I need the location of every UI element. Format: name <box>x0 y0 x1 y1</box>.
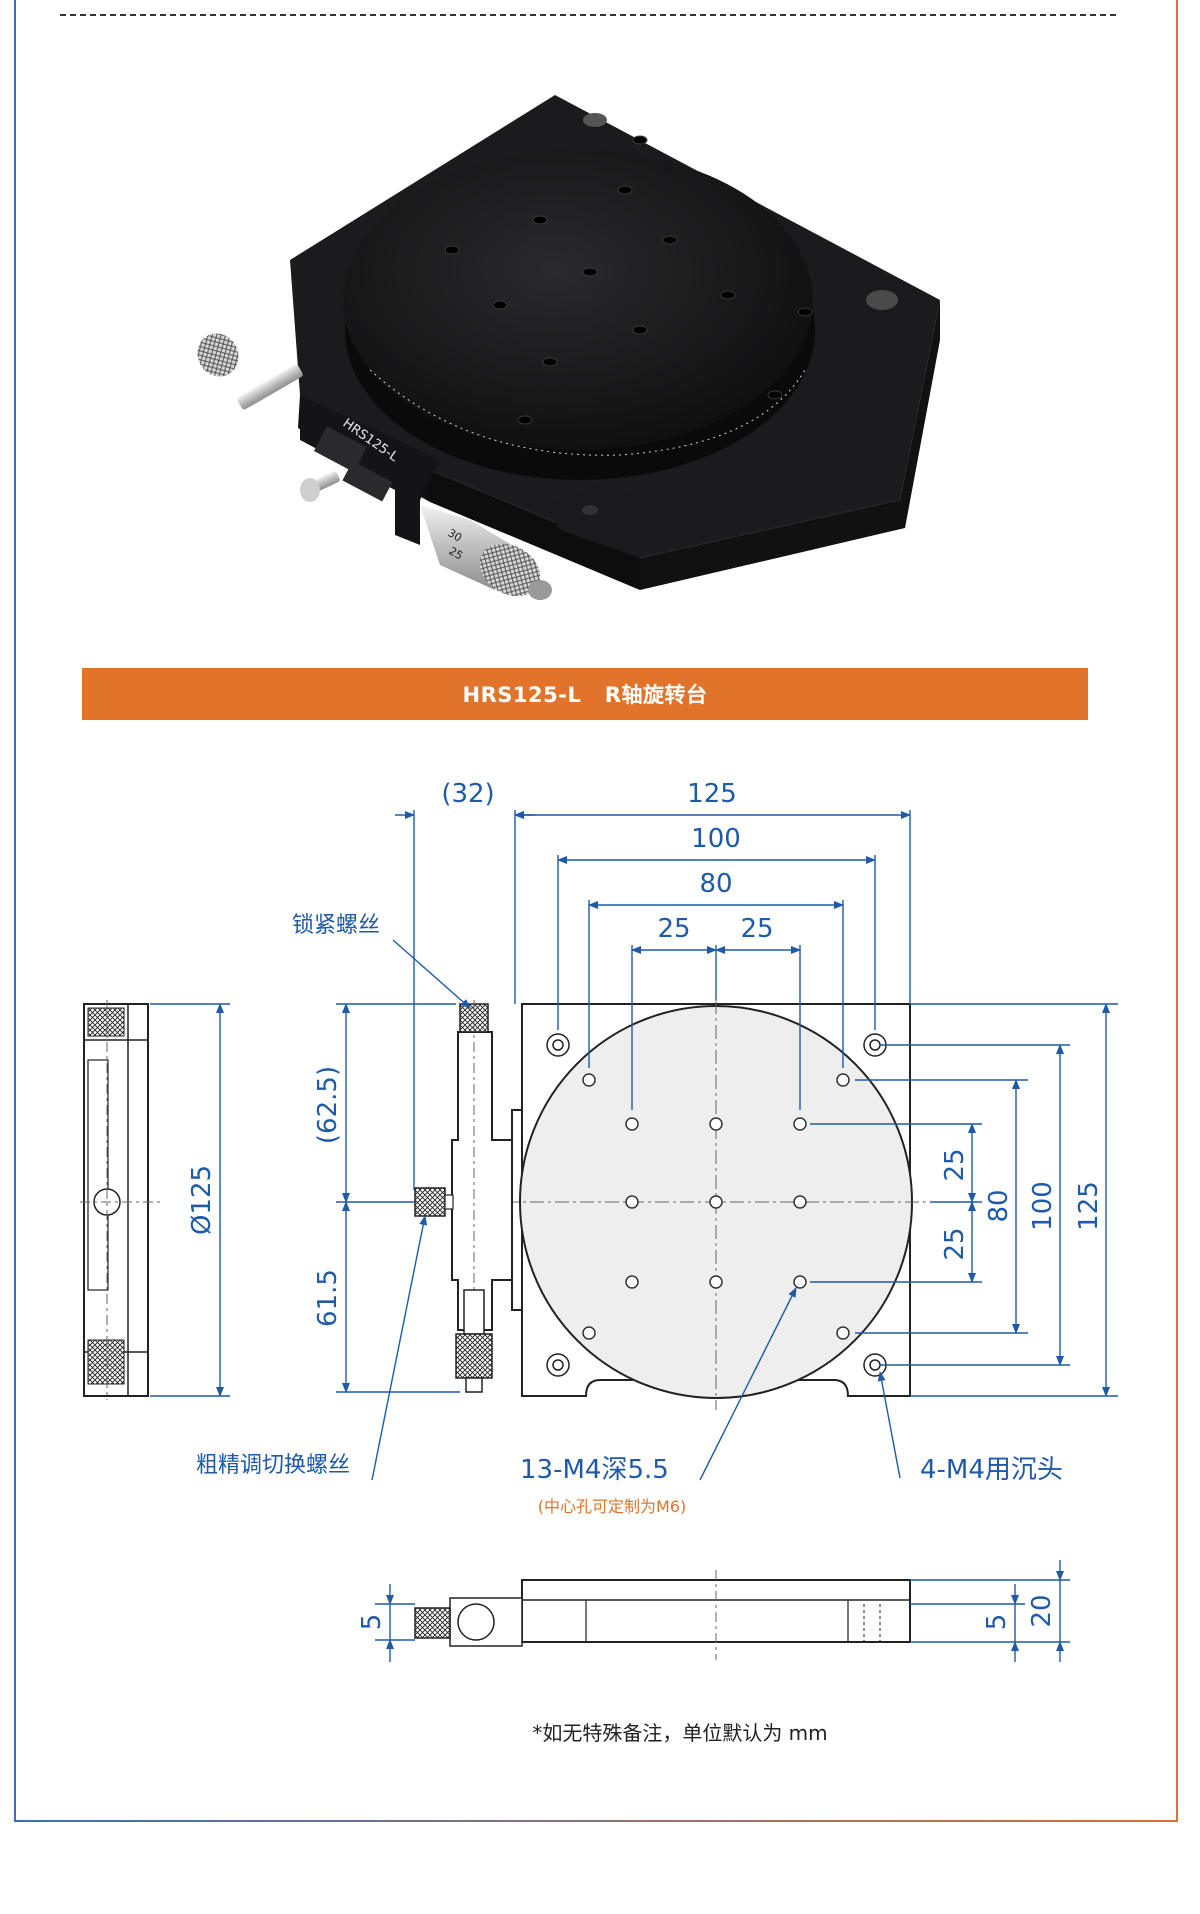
dimension-labels: (32) 125 100 80 25 25 (62.5) 61.5 Ø125 2… <box>187 779 1104 1630</box>
dim-125-right: 125 <box>1074 1181 1104 1231</box>
callout-coarse-fine-screw: 粗精调切换螺丝 <box>196 1453 350 1478</box>
side-view-drawing <box>80 1000 160 1400</box>
frame-right-border <box>1176 0 1178 1822</box>
dim-100-right: 100 <box>1028 1181 1058 1231</box>
dim-25-right-upper: 25 <box>940 1148 970 1181</box>
photo-corner-hole <box>866 290 898 310</box>
dim-61-5: 61.5 <box>313 1269 343 1327</box>
dim-5-front-right: 5 <box>982 1614 1012 1631</box>
callout-lock-screw: 锁紧螺丝 <box>292 913 380 938</box>
photo-micrometer: 30 25 <box>420 505 552 600</box>
dim-25-top-right: 25 <box>740 914 773 944</box>
dim-5-front-left: 5 <box>357 1614 387 1631</box>
dim-dia-125: Ø125 <box>187 1165 217 1235</box>
dim-125-top: 125 <box>687 779 737 809</box>
callout-4-holes: 4-M4用沉头 <box>920 1455 1063 1485</box>
dim-100-top: 100 <box>691 824 741 854</box>
dim-80-top: 80 <box>699 869 732 899</box>
photo-corner-hole <box>583 113 607 127</box>
product-photo: HRS125-L 30 25 <box>197 95 940 600</box>
dashed-divider <box>60 14 1116 16</box>
dim-25-right-lower: 25 <box>940 1227 970 1260</box>
footnote-units: *如无特殊备注，单位默认为 mm <box>532 1721 827 1745</box>
section-title-banner: HRS125-L R轴旋转台 <box>82 668 1088 720</box>
top-view-drawing <box>414 1000 930 1410</box>
dim-25-top-left: 25 <box>657 914 690 944</box>
callout-center-hole-note: (中心孔可定制为M6) <box>538 1497 686 1516</box>
dimension-lines <box>150 810 1118 1662</box>
dim-20-front: 20 <box>1027 1594 1057 1627</box>
photo-lock-screw <box>197 333 303 410</box>
photo-adjust-screw <box>300 471 340 502</box>
callout-labels: 锁紧螺丝 粗精调切换螺丝 13-M4深5.5 4-M4用沉头 <box>196 913 1063 1485</box>
svg-text:25: 25 <box>447 544 466 562</box>
dim-62-5: (62.5) <box>313 1066 343 1144</box>
dim-32: (32) <box>441 779 494 809</box>
dim-80-right: 80 <box>984 1189 1014 1222</box>
front-view-drawing <box>414 1570 911 1660</box>
frame-left-border <box>14 0 16 1822</box>
svg-text:30: 30 <box>446 526 465 544</box>
callout-13-holes: 13-M4深5.5 <box>520 1455 669 1485</box>
banner-title: HRS125-L R轴旋转台 <box>462 683 708 707</box>
frame-bottom-border <box>14 1820 1178 1822</box>
